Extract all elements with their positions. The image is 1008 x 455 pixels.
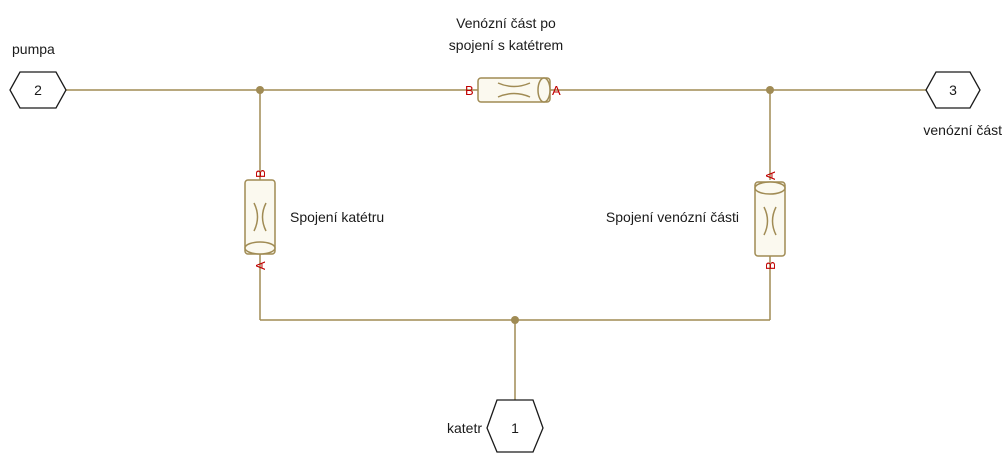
port-number: 3 [949, 82, 957, 98]
port-hexagon [486, 399, 544, 453]
port-venozni-cast[interactable]: 3 venózní část [923, 71, 1002, 138]
constriction-icon [253, 202, 267, 232]
port-number: 2 [34, 82, 42, 98]
tube-end [537, 77, 551, 103]
block-spojeni-katetru[interactable]: B A Spojení katétru [244, 169, 384, 270]
pin-label-b: B [763, 261, 778, 270]
junction-dot [256, 86, 264, 94]
constriction-icon [763, 206, 777, 236]
port-label: katetr [447, 420, 482, 436]
port-pumpa[interactable]: 2 pumpa [9, 41, 67, 109]
pin-label-a: A [552, 83, 561, 98]
block-spojeni-venozni-casti[interactable]: A B Spojení venózní části [606, 171, 786, 270]
block-title-line1: Venózní část po [456, 15, 556, 31]
block-title: Spojení venózní části [606, 209, 739, 225]
pin-label-a: A [253, 261, 268, 270]
block-title: Spojení katétru [290, 209, 384, 225]
junction-dot [766, 86, 774, 94]
port-hexagon [925, 71, 981, 109]
pin-label-a: A [763, 171, 778, 180]
pin-label-b: B [465, 83, 474, 98]
port-hexagon [9, 71, 67, 109]
tube-end [754, 181, 786, 195]
pin-label-b: B [253, 169, 268, 178]
block-venozni-cast-po-spojeni[interactable]: B A Venózní část po spojení s katétrem [449, 15, 563, 103]
junction-dot [511, 316, 519, 324]
constriction-icon [497, 82, 531, 98]
port-katetr[interactable]: 1 katetr [447, 399, 544, 453]
port-number: 1 [511, 420, 519, 436]
connection-wires [66, 89, 926, 400]
block-title-line2: spojení s katétrem [449, 37, 563, 53]
port-label: venózní část [923, 122, 1002, 138]
port-label: pumpa [12, 41, 55, 57]
tube-end [244, 241, 276, 255]
